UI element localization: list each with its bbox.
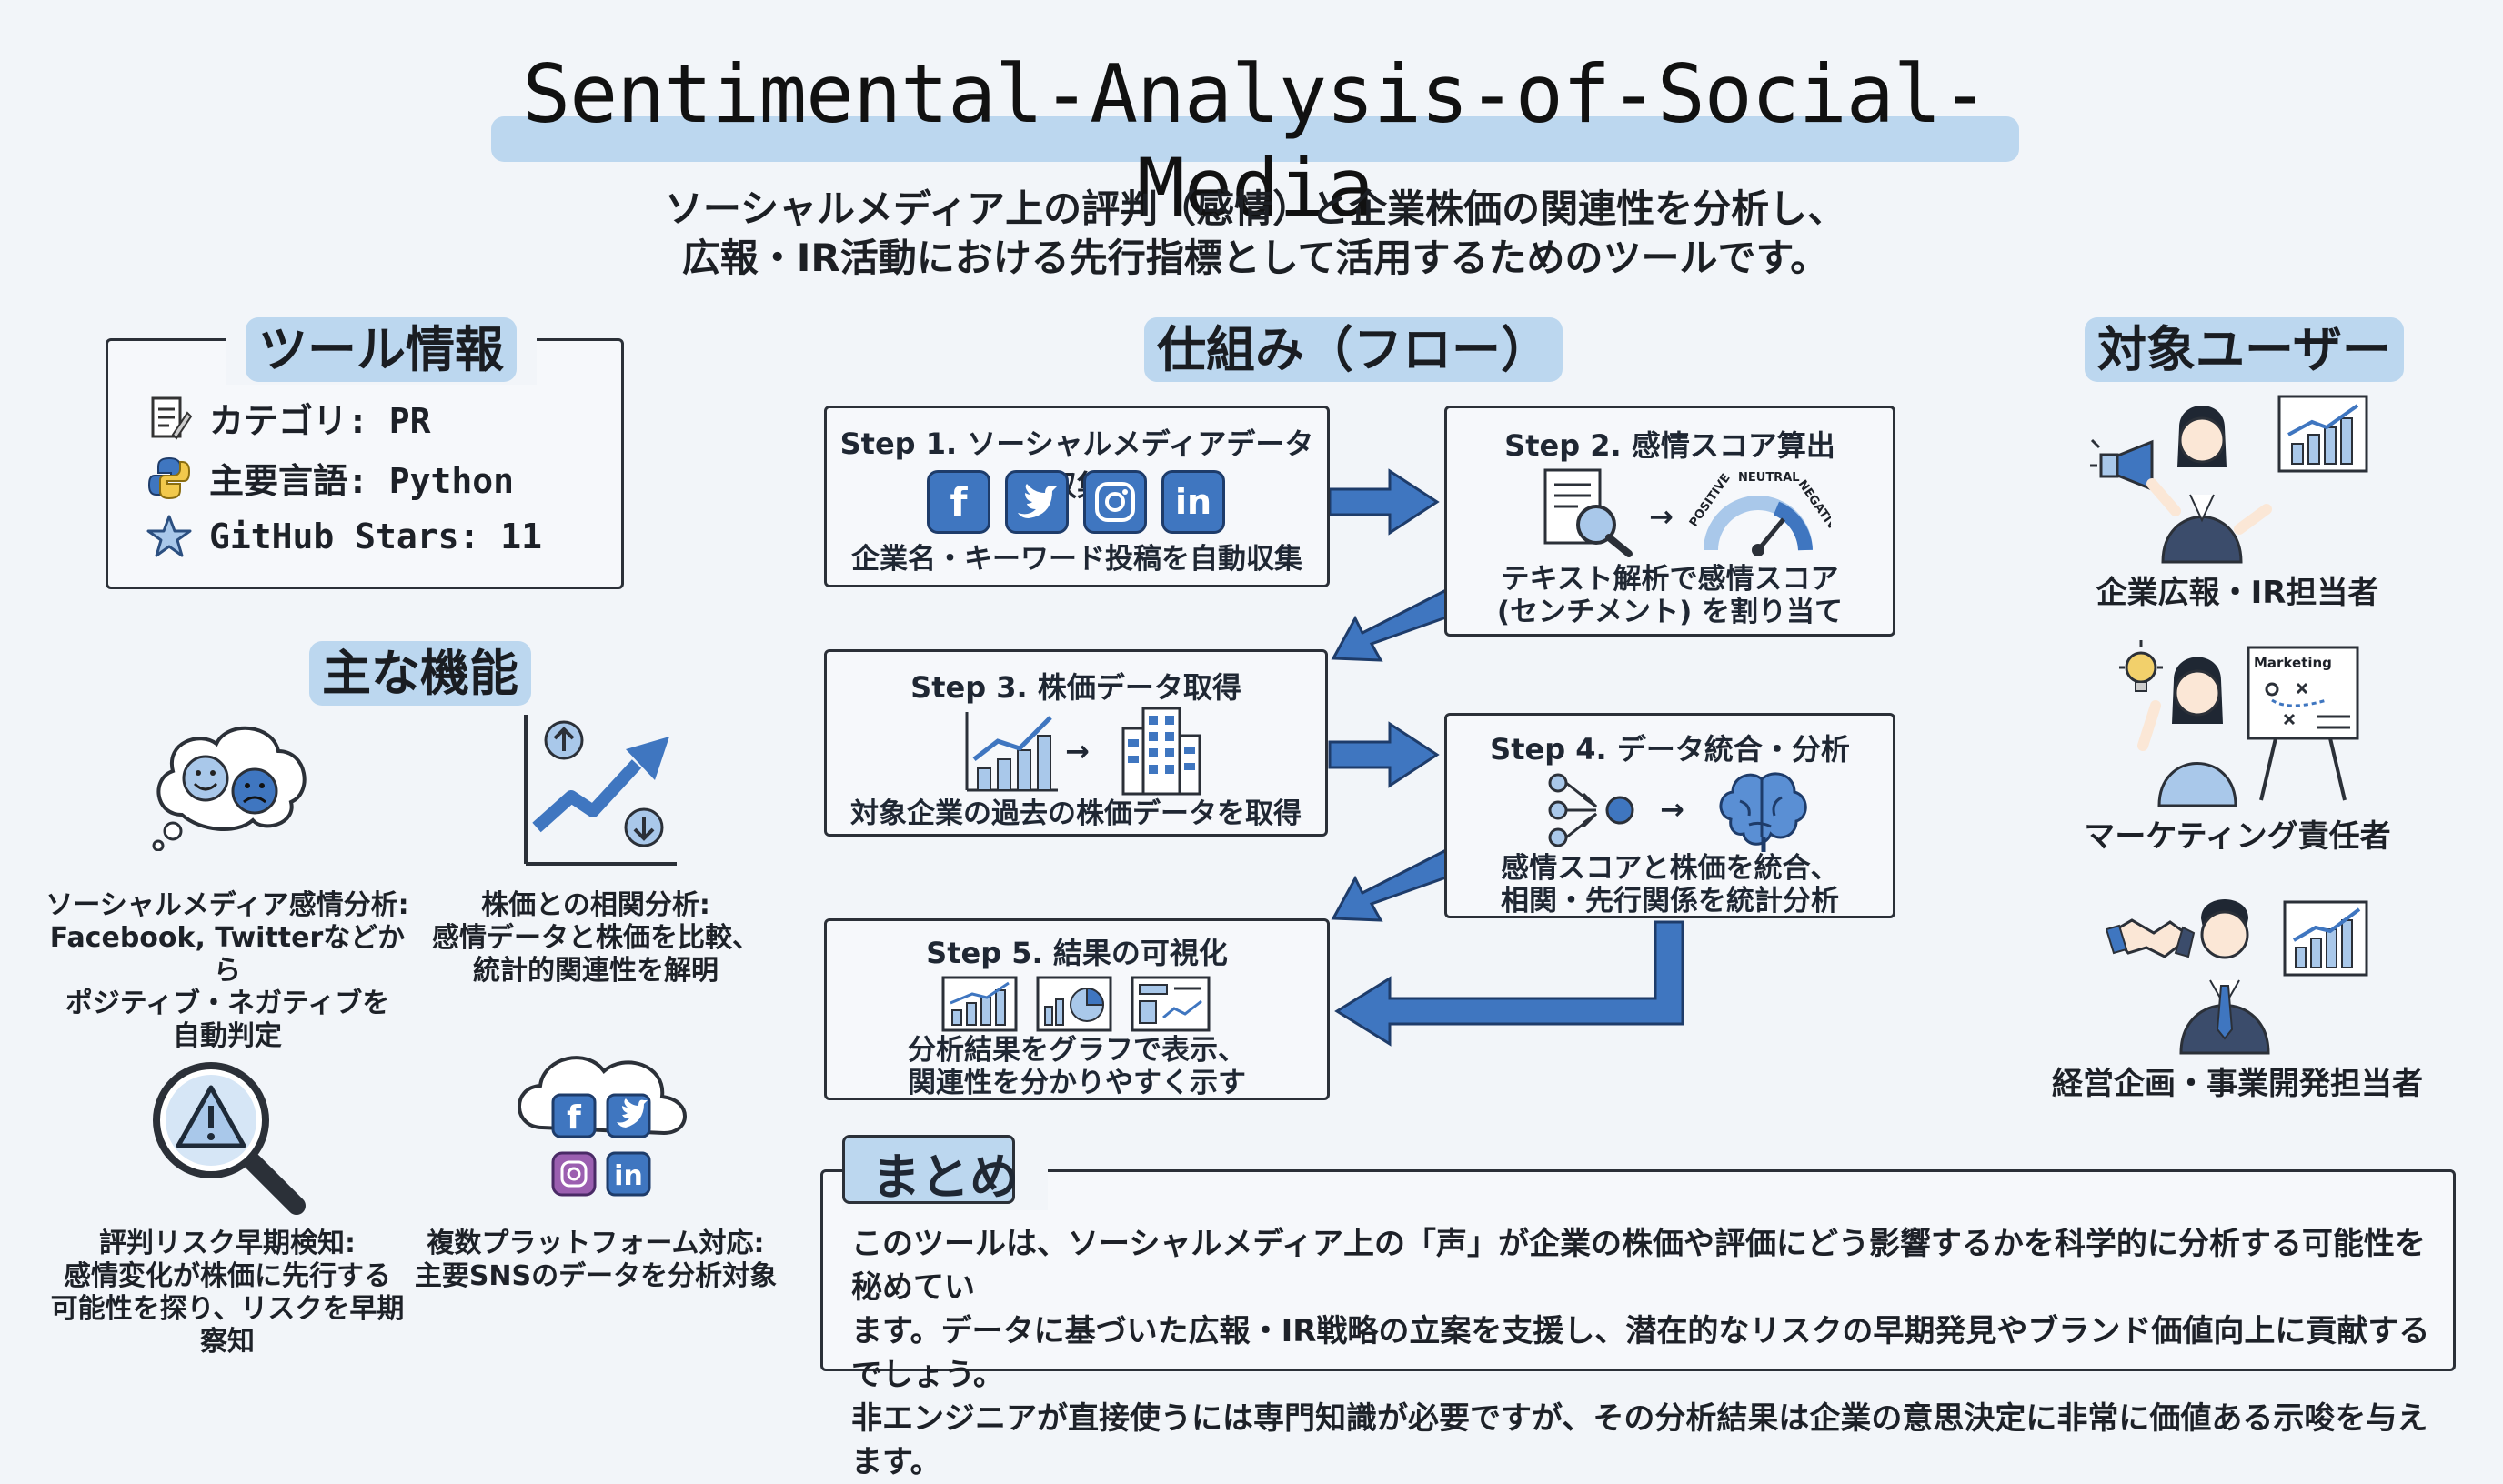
- category-line: カテゴリ: PR: [146, 393, 431, 443]
- feature-2-text: 株価との相関分析:感情データと株価を比較、統計的関連性を解明: [432, 889, 759, 987]
- tool-info-heading-wrap: ツール情報: [226, 306, 537, 385]
- step-5-desc: 分析結果をグラフで表示、関連性を分かりやすく示す: [908, 1034, 1246, 1099]
- sns-icons: f in: [927, 470, 1225, 534]
- step-4-title: Step 4. データ統合・分析: [1490, 732, 1850, 767]
- subtitle-line-1: ソーシャルメディア上の評判（感情）と企業株価の関連性を分析し、: [664, 186, 1846, 231]
- magnifier-warning-icon: [153, 1062, 306, 1215]
- user-1-label: 企業広報・IR担当者: [2096, 575, 2379, 611]
- step-1-desc: 企業名・キーワード投稿を自動収集: [851, 543, 1302, 576]
- handshake-icon: [2106, 918, 2196, 958]
- growth-chart-icon-2: [2283, 900, 2368, 977]
- correlation-chart-icon: [524, 715, 677, 866]
- document-icon: [151, 396, 193, 440]
- marketing-board-icon: Marketing: [2247, 646, 2359, 801]
- twitter-icon: [1005, 470, 1069, 534]
- svg-text:Marketing: Marketing: [2254, 655, 2332, 671]
- stars-text: GitHub Stars: 11: [209, 516, 543, 556]
- sentiment-gauge-icon: POSITIVE NEUTRAL NEGATIVE: [1687, 471, 1831, 556]
- growth-chart-icon: [2277, 395, 2368, 473]
- step-4-box: Step 4. データ統合・分析 → 感情スコアと株価を統合、相関・先行関係を統…: [1444, 713, 1895, 918]
- building-icon: [1121, 707, 1201, 796]
- woman-avatar: [2146, 406, 2272, 564]
- features-heading: 主な機能: [309, 641, 531, 706]
- summary-heading-wrap: まとめ: [842, 1135, 1048, 1210]
- document-search-icon: [1543, 468, 1633, 557]
- flow-arrows: [1328, 468, 1684, 1047]
- python-icon: [147, 456, 191, 499]
- summary-line-1: このツールは、ソーシャルメディア上の「声」が企業の株価や評価にどう影響するかを科…: [851, 1226, 2426, 1306]
- language-text: 主要言語: Python: [209, 461, 515, 501]
- users-heading-wrap: 対象ユーザー: [2065, 306, 2424, 385]
- step-2-desc: テキスト解析で感情スコア(センチメント) を割り当て: [1496, 563, 1844, 628]
- stars-line: GitHub Stars: 11: [146, 513, 542, 560]
- cloud-sns-icon: f in: [518, 1056, 687, 1197]
- step-5-box: Step 5. 結果の可視化 分析結果をグラフで表示、関連性を分かりやすく示す: [824, 918, 1330, 1100]
- feature-4-text: 複数プラットフォーム対応:主要SNSのデータを分析対象: [414, 1228, 778, 1292]
- pr-officer-illustration: [2090, 395, 2368, 564]
- svg-text:in: in: [614, 1160, 643, 1192]
- page-title: Sentimental-Analysis-of-Social-Media: [522, 47, 1988, 235]
- tool-info-heading: ツール情報: [246, 317, 517, 382]
- users-heading: 対象ユーザー: [2085, 317, 2404, 382]
- feature-1-text: ソーシャルメディア感情分析:Facebook, Twitterなどからポジティブ…: [45, 889, 409, 1052]
- arrow-step1-to-step2: [1328, 468, 1440, 536]
- line-dashboard-icon: [1131, 976, 1211, 1032]
- arrow-step4-to-step5: [1331, 849, 1462, 922]
- dashboard-icons: [941, 976, 1211, 1032]
- arrow-right-small: →: [1649, 499, 1674, 534]
- flow-heading-wrap: 仕組み（フロー）: [1124, 306, 1583, 385]
- stock-chart-icon: [965, 712, 1058, 792]
- brain-icon: [1719, 772, 1807, 852]
- step-3-box: Step 3. 株価データ取得 → 対象企業の過去の株価データを取得: [824, 649, 1328, 837]
- language-line: 主要言語: Python: [146, 453, 514, 503]
- user-2-label: マーケティング責任者: [2084, 818, 2391, 855]
- subtitle-line-2: 広報・IR活動における先行指標として活用するためのツールです。: [681, 236, 1829, 280]
- flow-heading: 仕組み（フロー）: [1144, 317, 1563, 382]
- marketing-manager-illustration: Marketing: [2119, 640, 2359, 807]
- summary-line-3: 非エンジニアが直接使うには専門知識が必要ですが、その分析結果は企業の意思決定に非…: [851, 1400, 2428, 1480]
- bar-chart-icon: [941, 976, 1018, 1032]
- arrow-step3-to-step4: [1328, 721, 1440, 788]
- step-3-title: Step 3. 株価データ取得: [910, 670, 1241, 705]
- step-2-box: Step 2. 感情スコア算出 → POSITIVE NEUTRAL NEGAT…: [1444, 406, 1895, 637]
- arrow-step2-to-step3: [1331, 589, 1462, 662]
- category-text: カテゴリ: PR: [209, 401, 431, 441]
- summary-heading: まとめ: [871, 1148, 1019, 1206]
- user-3-label: 経営企画・事業開発担当者: [2052, 1066, 2423, 1102]
- summary-box: [820, 1169, 2456, 1371]
- svg-text:f: f: [567, 1099, 581, 1137]
- gauge-neutral: NEUTRAL: [1738, 471, 1800, 485]
- instagram-icon: [1083, 470, 1147, 534]
- pie-chart-icon: [1036, 976, 1112, 1032]
- arrow-right-small-2: →: [1065, 734, 1090, 768]
- features-heading-wrap: 主な機能: [289, 629, 551, 708]
- step-3-desc: 対象企業の過去の株価データを取得: [850, 797, 1302, 830]
- business-planner-illustration: [2106, 899, 2368, 1055]
- title-highlight: [491, 116, 2019, 162]
- facebook-icon: f: [927, 470, 990, 534]
- star-icon: [146, 515, 192, 557]
- thought-bubble-faces-icon: [152, 726, 307, 851]
- feature-3-text: 評判リスク早期検知:感情変化が株価に先行する可能性を探り、リスクを早期察知: [50, 1228, 405, 1358]
- step-1-box: Step 1. ソーシャルメディアデータ収集 f in 企業名・キーワード投稿を…: [824, 406, 1330, 587]
- woman-avatar-2: [2137, 657, 2237, 807]
- step-2-title: Step 2. 感情スコア算出: [1504, 428, 1835, 463]
- summary-line-2: ます。データに基づいた広報・IR戦略の立案を支援し、潜在的なリスクの早期発見やブ…: [851, 1313, 2430, 1393]
- data-merge-icon: [1548, 773, 1634, 847]
- summary-body: このツールは、ソーシャルメディア上の「声」が企業の株価や評価にどう影響するかを科…: [851, 1222, 2434, 1484]
- arrow-right-small-3: →: [1660, 792, 1684, 827]
- arrow-step4-to-summary-loop: [1334, 920, 1684, 1047]
- lightbulb-icon: [2119, 640, 2163, 692]
- megaphone-icon: [2090, 438, 2154, 492]
- step-4-desc: 感情スコアと株価を統合、相関・先行関係を統計分析: [1501, 852, 1839, 917]
- linkedin-icon: in: [1161, 470, 1225, 534]
- step-5-title: Step 5. 結果の可視化: [926, 936, 1228, 970]
- man-avatar: [2179, 899, 2270, 1055]
